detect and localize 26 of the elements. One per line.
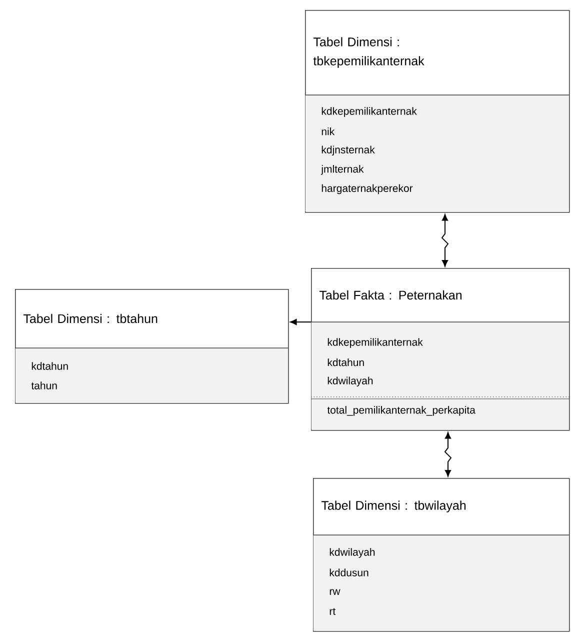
- attribute-text: hargaternakperekor: [322, 184, 413, 194]
- attribute-text: nik: [322, 128, 335, 136]
- attribute-text: rt: [330, 608, 336, 615]
- attribute-text: jmlternak: [320, 165, 364, 175]
- table-box: [304, 10, 570, 213]
- arrow: [290, 318, 312, 326]
- arrow: [444, 432, 452, 477]
- table-box: [14, 289, 289, 404]
- attribute-text: rw: [330, 589, 340, 595]
- attribute-text: kdtahun: [328, 358, 364, 366]
- table-heading: Tabel Dimensi : tbwilayah: [321, 500, 466, 512]
- table-heading: Tabel Dimensi : tbtahun: [23, 314, 158, 324]
- attribute-text: kdjnsternak: [322, 146, 375, 156]
- attribute-text: kdwilayah: [328, 376, 373, 386]
- table-box: [310, 268, 570, 431]
- table-heading: Tabel Fakta : Peternakan: [319, 290, 462, 300]
- attribute-text: total_pemilikanternak_perkapita: [327, 406, 476, 416]
- attribute-text: kdkepemilikanternak: [322, 107, 417, 117]
- table-heading: Tabel Dimensi : tbkepemilikanternak: [313, 37, 424, 68]
- attribute-text: tahun: [31, 382, 57, 390]
- table-box: [312, 478, 570, 632]
- attribute-text: kdkepemilikanternak: [328, 338, 423, 348]
- attribute-text: kdtahun: [32, 362, 68, 370]
- attribute-text: kddusun: [330, 568, 368, 576]
- arrow: [441, 214, 449, 267]
- attribute-text: kdwilayah: [330, 548, 375, 558]
